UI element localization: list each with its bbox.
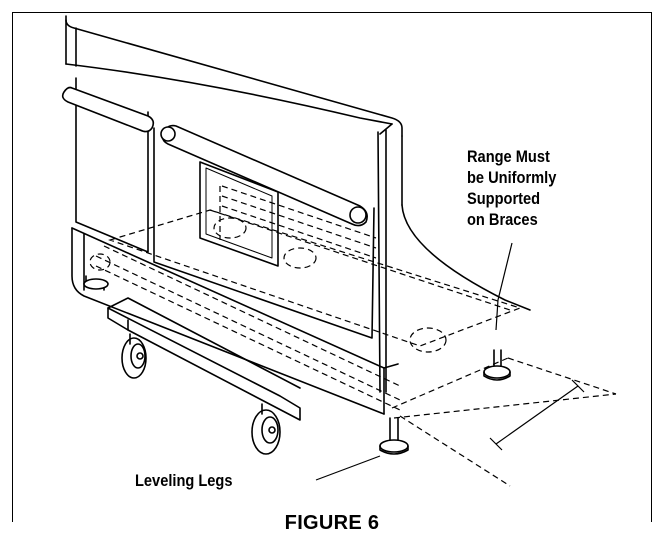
front-leveling-leg <box>379 417 409 455</box>
brace-circles <box>89 217 447 353</box>
braces-callout-line: Supported <box>467 189 541 208</box>
braces-callout-line: be Uniformly <box>467 168 557 187</box>
leveling-legs-callout: Leveling Legs <box>135 471 233 490</box>
legs-leader-line <box>315 455 381 481</box>
range-side-panel <box>377 129 531 393</box>
oven-handles <box>61 86 368 227</box>
braces-callout: Range Must be Uniformly Supported on Bra… <box>467 146 556 230</box>
front-base-panel <box>71 227 399 415</box>
braces-callout-line: Range Must <box>467 147 550 166</box>
figure-frame <box>12 12 652 522</box>
dimension-line <box>495 385 579 445</box>
range-top-outline <box>65 15 403 137</box>
braces-callout-line: on Braces <box>467 210 538 229</box>
rear-leveling-leg <box>483 349 511 381</box>
right-oven-door <box>153 127 375 339</box>
figure-caption: FIGURE 6 <box>284 512 380 534</box>
braces-leader-line <box>495 242 513 331</box>
moving-dolly <box>107 297 301 455</box>
left-leveling-leg <box>83 275 109 291</box>
brace-outline <box>95 185 617 487</box>
